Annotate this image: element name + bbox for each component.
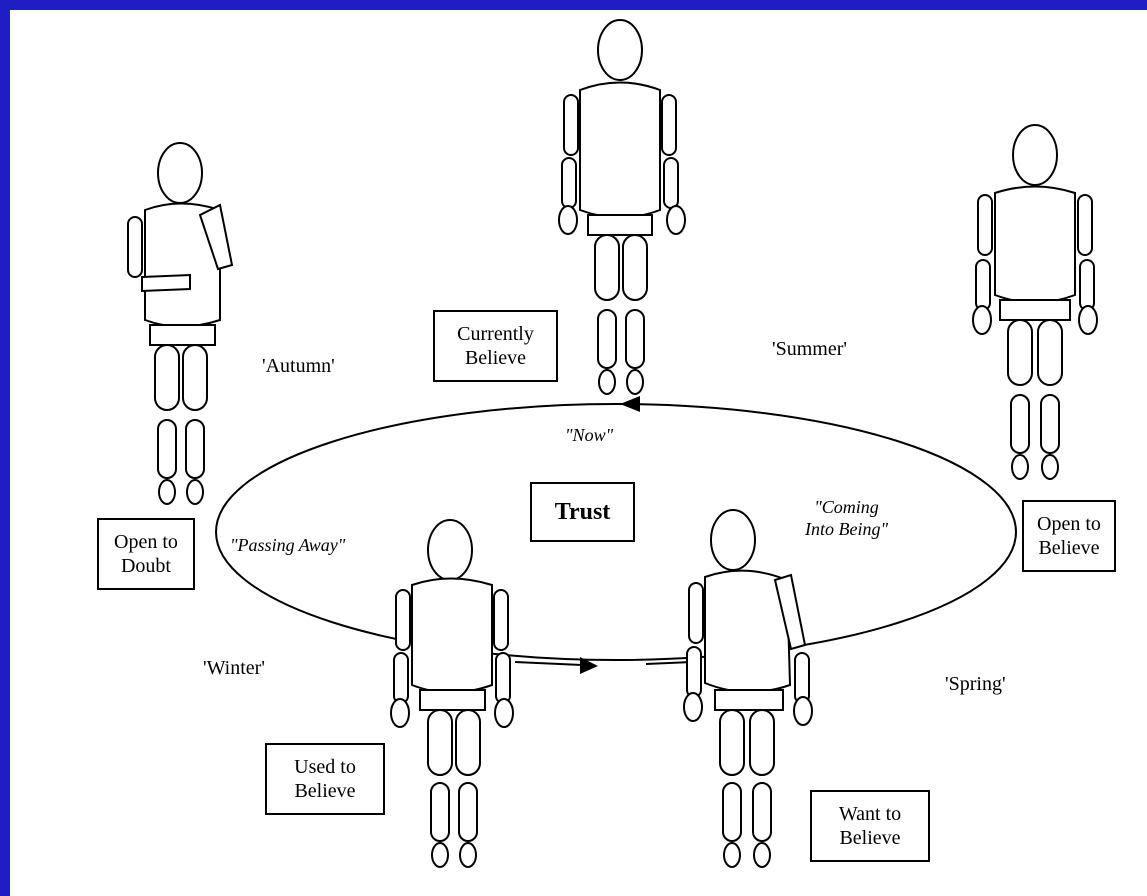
stage-label-open-to-doubt: Open to Doubt: [97, 518, 195, 590]
season-label-spring: 'Spring': [945, 673, 1006, 696]
stage-label-used-to-believe: Used to Believe: [265, 743, 385, 815]
stage-label-want-to-believe: Want to Believe: [810, 790, 930, 862]
cycle-arrowhead: [620, 396, 640, 412]
figure-used-to-believe: [391, 520, 513, 867]
figure-open-to-believe: [973, 125, 1097, 479]
phase-label-coming-into-being: "Coming Into Being": [805, 496, 888, 540]
stage-label-open-to-believe: Open to Believe: [1022, 500, 1116, 572]
figure-open-to-doubt: [128, 143, 232, 504]
transition-tail-line: [646, 662, 692, 664]
center-label-trust: Trust: [530, 482, 635, 542]
phase-label-passing-away: "Passing Away": [230, 534, 345, 556]
diagram-drawing: [10, 10, 1147, 896]
stage-label-currently-believe: Currently Believe: [433, 310, 558, 382]
season-label-summer: 'Summer': [772, 338, 847, 361]
transition-arrow-line: [515, 662, 582, 665]
figure-want-to-believe: [684, 510, 812, 867]
season-label-winter: 'Winter': [203, 657, 265, 680]
diagram-canvas: Currently Believe Open to Believe Open t…: [10, 10, 1147, 896]
figure-currently-believe: [559, 20, 685, 394]
phase-label-now: "Now": [565, 424, 613, 446]
season-label-autumn: 'Autumn': [262, 355, 335, 378]
